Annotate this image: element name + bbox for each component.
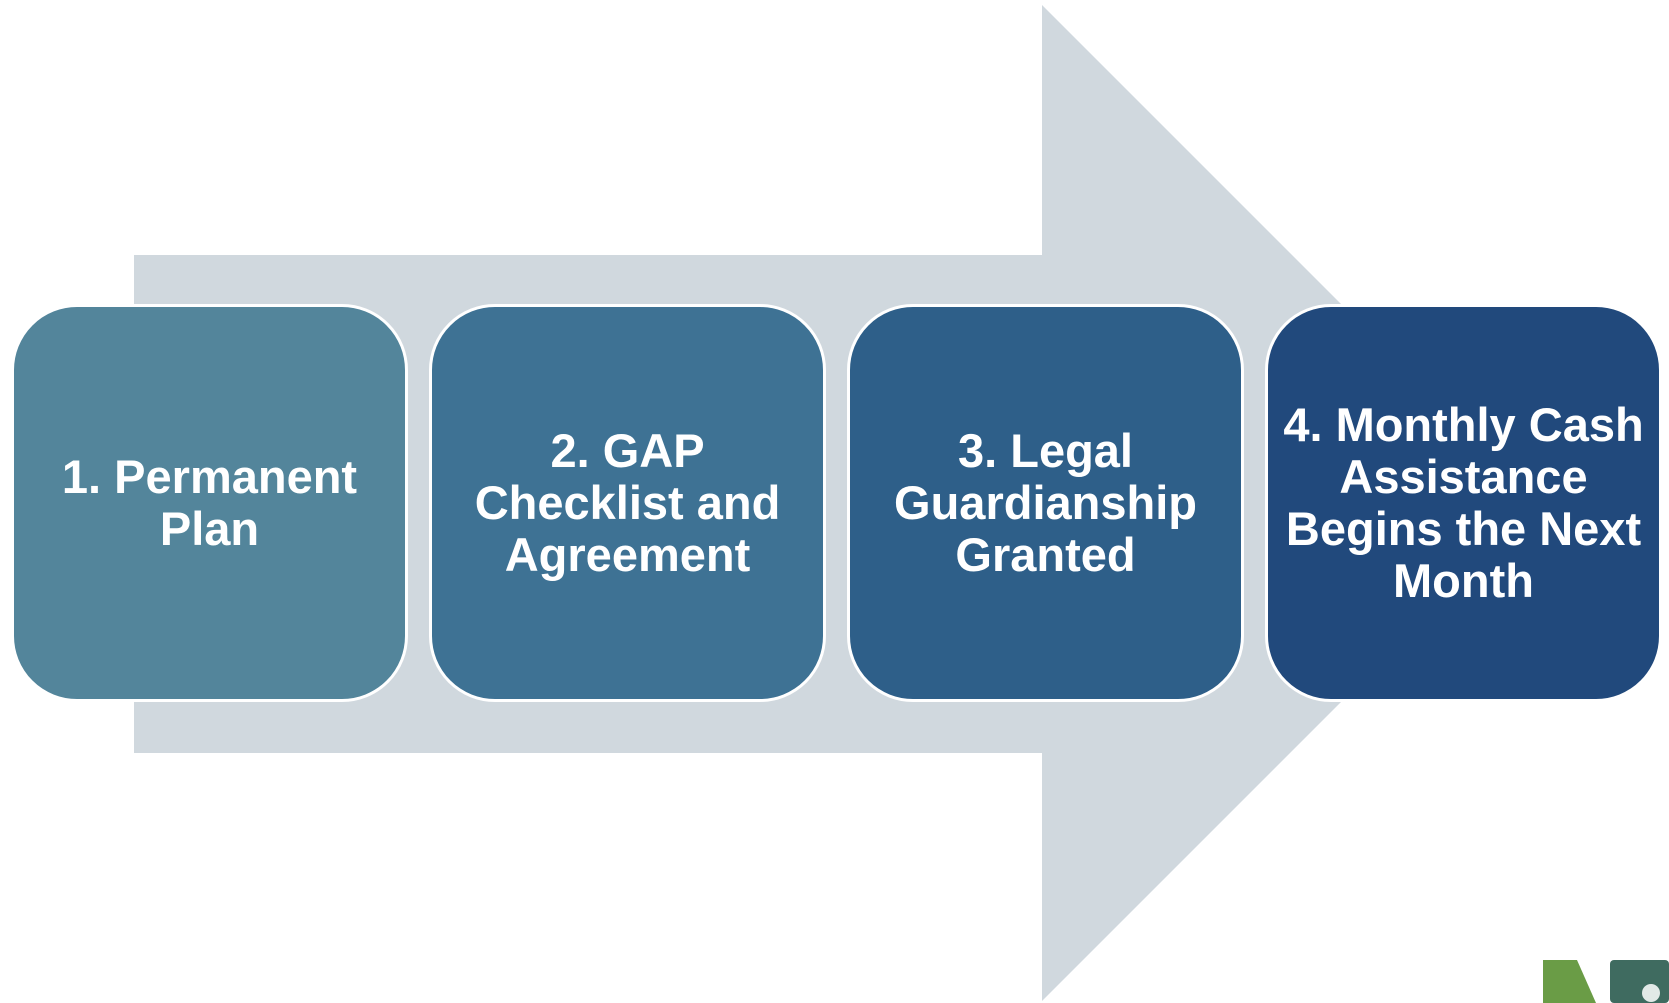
step-2-label: 2. GAP Checklist and Agreement <box>474 424 781 581</box>
organization-logo-icon <box>1543 960 1669 1003</box>
step-2-box: 2. GAP Checklist and Agreement <box>429 304 826 702</box>
step-3-box: 3. Legal Guardianship Granted <box>847 304 1244 702</box>
logo-green-shape <box>1543 960 1596 1003</box>
step-3-label: 3. Legal Guardianship Granted <box>894 424 1197 581</box>
step-1-box: 1. Permanent Plan <box>11 304 408 702</box>
step-1-label: 1. Permanent Plan <box>61 450 358 555</box>
step-4-label: 4. Monthly Cash Assistance Begins the Ne… <box>1283 398 1644 607</box>
logo-teal-shape <box>1610 960 1669 1003</box>
logo-white-mark <box>1642 984 1660 1002</box>
step-4-box: 4. Monthly Cash Assistance Begins the Ne… <box>1265 304 1662 702</box>
right-arrow-background-icon <box>134 5 1540 1001</box>
